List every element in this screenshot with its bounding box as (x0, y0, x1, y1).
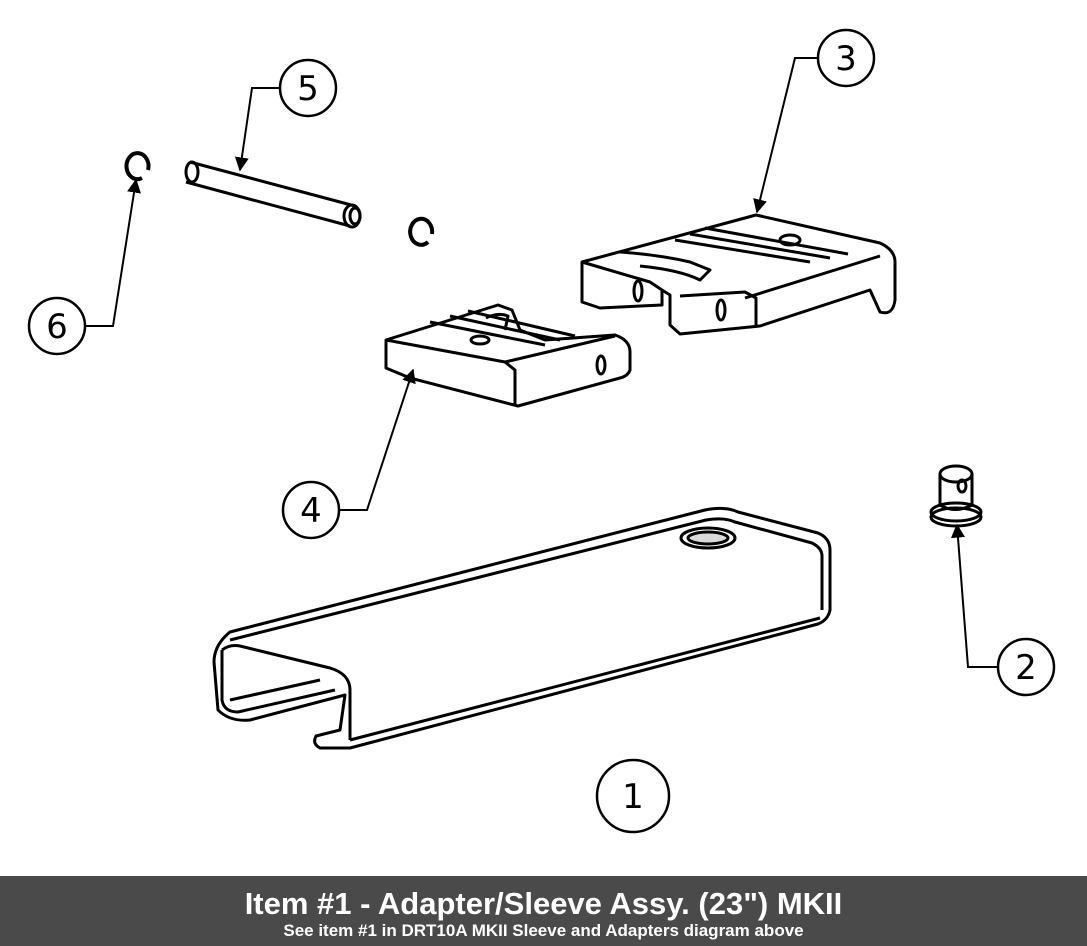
caption-title: Item #1 - Adapter/Sleeve Assy. (23") MKI… (244, 886, 843, 921)
callout-4: 4 (281, 480, 341, 540)
callout-label-3: 3 (835, 39, 857, 79)
part-adapter-small (384, 303, 632, 408)
callout-label-2: 2 (1015, 648, 1037, 688)
callout-6: 6 (27, 296, 87, 356)
callout-label-6: 6 (46, 307, 68, 347)
callout-label-5: 5 (297, 69, 319, 109)
callout-label-4: 4 (300, 491, 322, 531)
caption-bar: Item #1 - Adapter/Sleeve Assy. (23") MKI… (0, 876, 1087, 946)
caption-subtitle: See item #1 in DRT10A MKII Sleeve and Ad… (283, 921, 804, 940)
part-sleeve-tube (212, 506, 832, 750)
callout-label-1: 1 (622, 777, 644, 817)
part-bushing-pin (929, 464, 983, 528)
leader-3 (753, 57, 818, 214)
part-adapter-large (580, 213, 897, 336)
leader-lines (85, 57, 998, 668)
leader-2 (950, 523, 998, 668)
leader-6 (85, 178, 141, 327)
callout-3: 3 (816, 28, 876, 88)
callout-2: 2 (996, 637, 1056, 697)
part-pin (184, 160, 362, 229)
leader-5 (234, 87, 280, 172)
exploded-parts-diagram: 1 2 3 4 5 6 (27, 28, 1056, 834)
leader-4 (339, 368, 416, 511)
part-retaining-clips (124, 151, 435, 247)
callout-1: 1 (595, 758, 671, 834)
callout-5: 5 (278, 58, 338, 118)
